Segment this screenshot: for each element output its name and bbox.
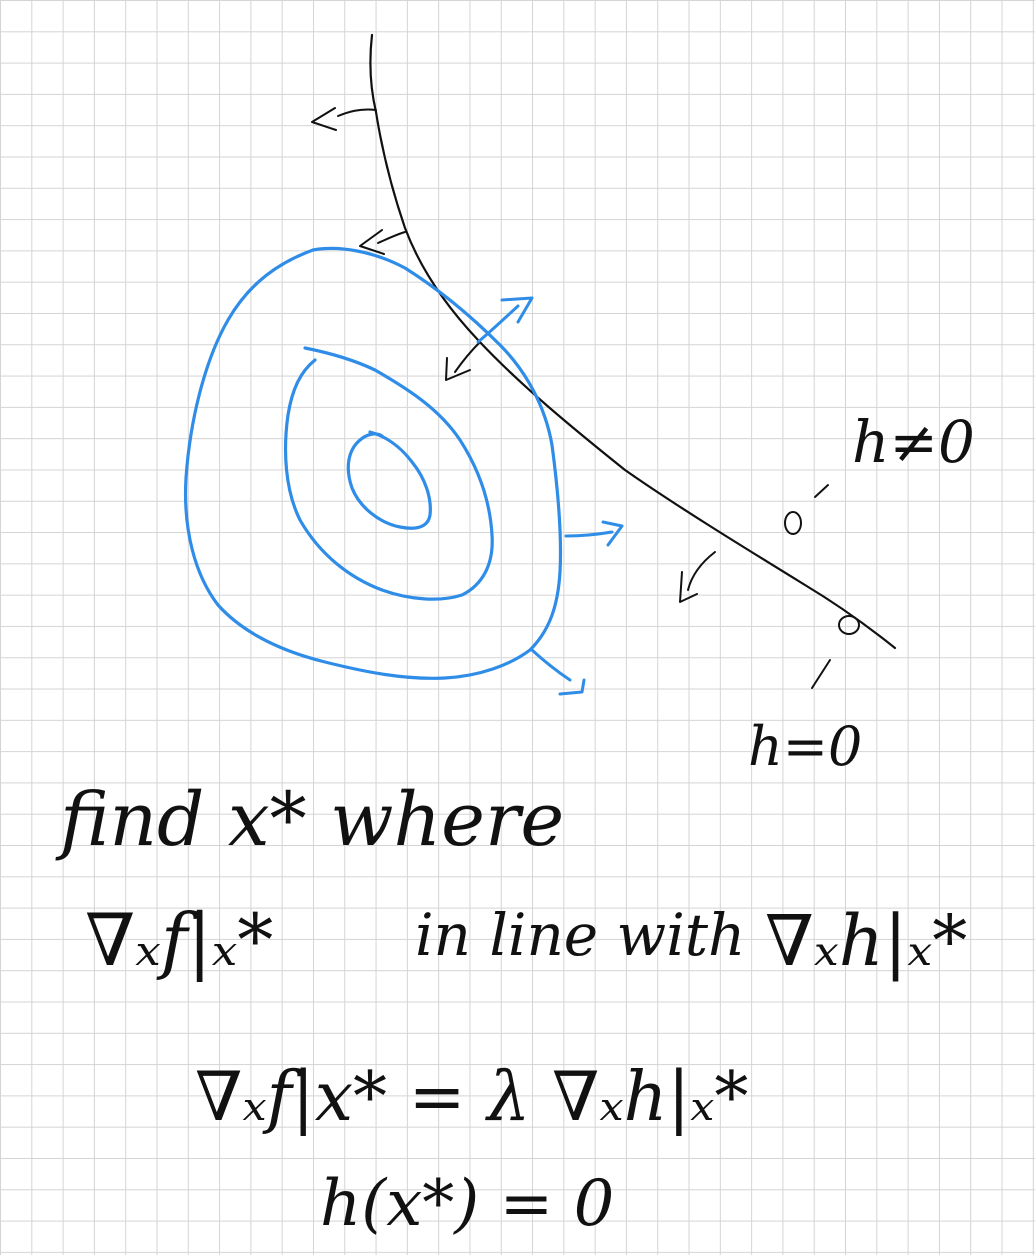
contour-middle: [283, 346, 494, 601]
objective-gradient-arrow-3: [530, 648, 586, 696]
note-line-1: find x* where: [55, 777, 564, 863]
objective-gradient-arrow-1: [476, 296, 534, 344]
constraint-gradient-arrow-3: [445, 341, 481, 381]
on-constraint-marker: [811, 615, 860, 689]
note-line-2-left: ∇ₓf|ₓ*: [85, 898, 273, 982]
constraint-gradient-arrow-1: [311, 107, 377, 131]
constraint-gradient-arrow-2: [359, 229, 406, 255]
note-line-4: h(x*) = 0: [320, 1167, 614, 1241]
contour-inner: [346, 430, 432, 530]
note-line-2-mid: in line with: [415, 901, 745, 969]
contour-outer: [183, 246, 563, 680]
note-line-2-right: ∇ₓh|ₓ*: [765, 900, 967, 982]
note-line-3: ∇ₓf|x* = λ ∇ₓh|ₓ*: [195, 1058, 748, 1137]
label-h-zero: h=0: [748, 715, 862, 778]
constraint-curve: [369, 33, 897, 650]
constraint-gradient-arrow-4: [679, 551, 716, 603]
objective-gradient-arrow-2: [564, 520, 624, 547]
off-constraint-marker: [784, 484, 829, 535]
label-h-not-zero: h≠0: [852, 408, 975, 476]
